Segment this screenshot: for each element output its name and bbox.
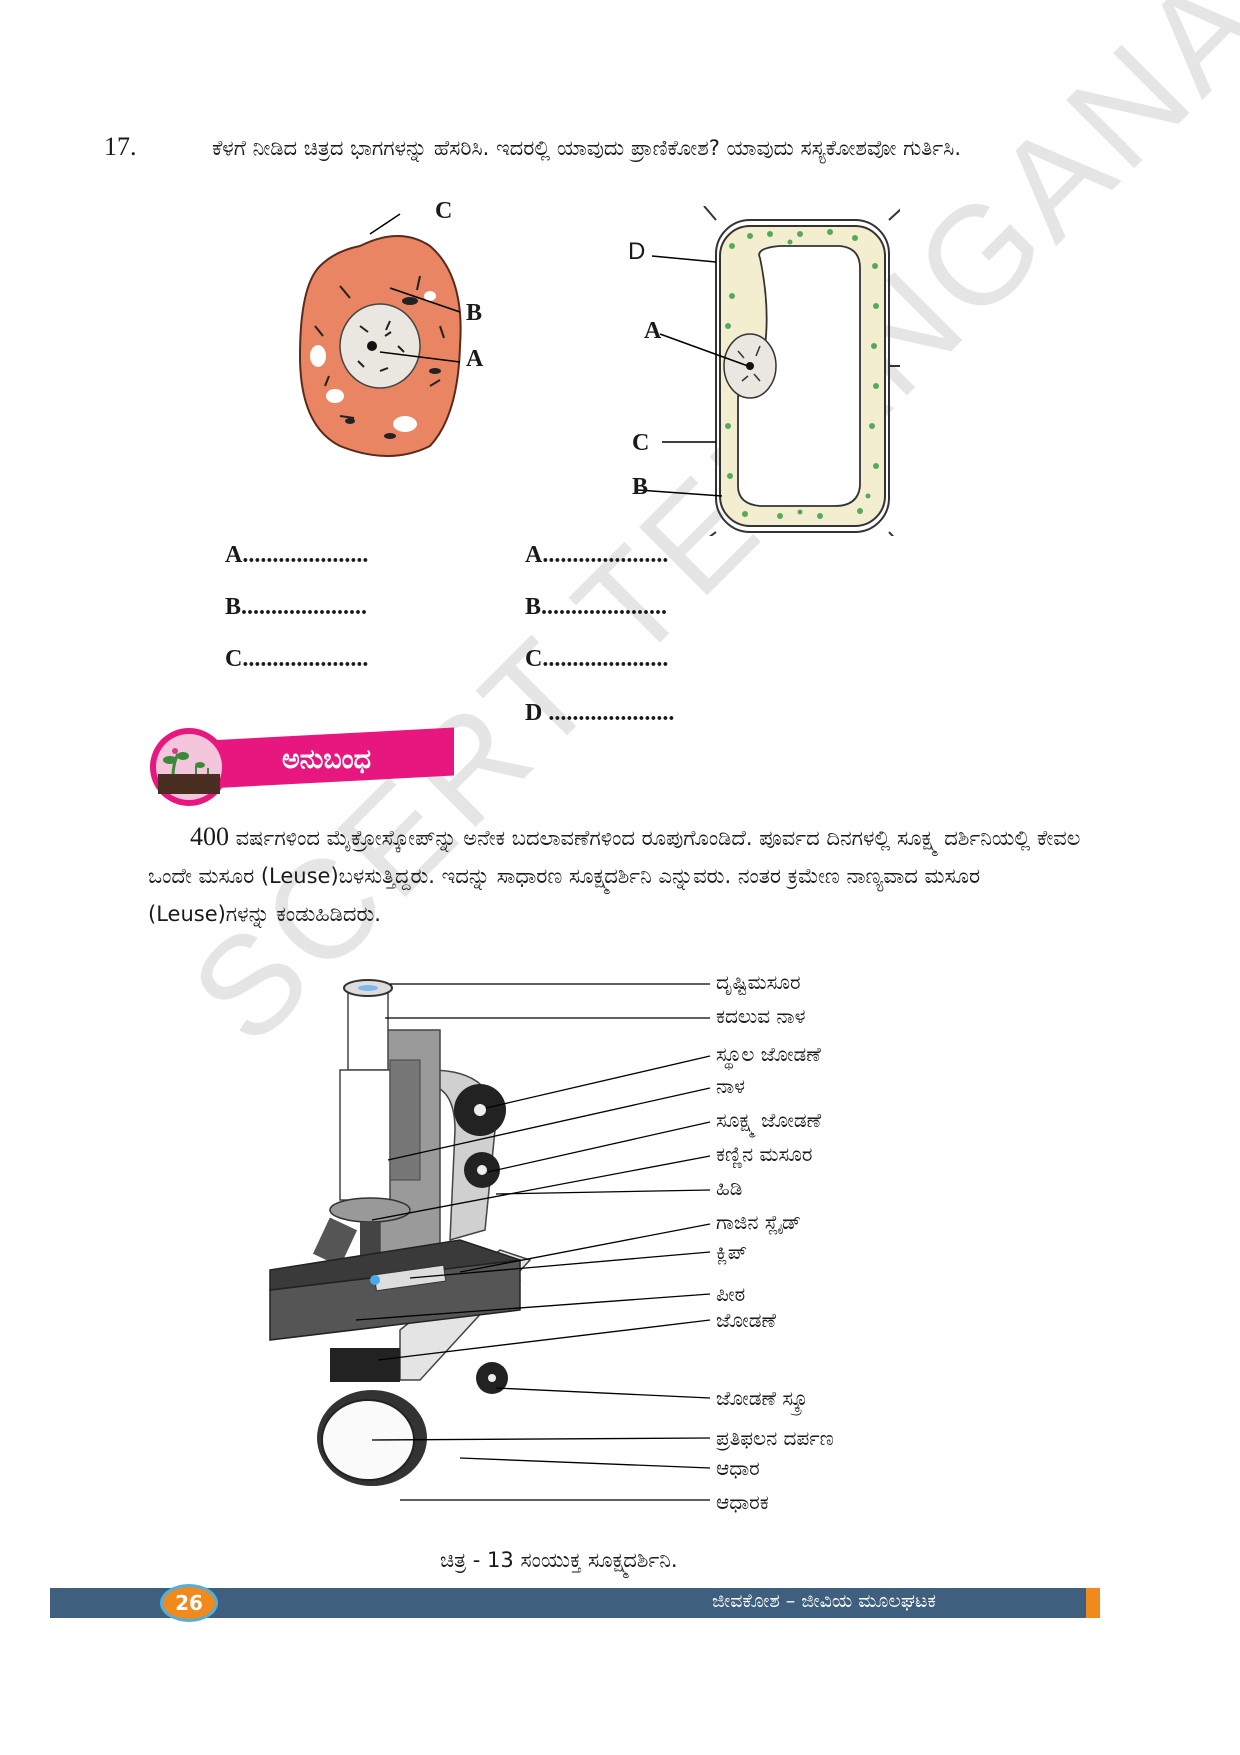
answer-left-b: B.....................	[225, 594, 368, 620]
animal-label-a: A	[466, 346, 484, 372]
page-number: 26	[160, 1584, 218, 1622]
label-fine-adjustment: ಸೂಕ್ಷ್ಮ ಜೋಡಣೆ	[716, 1108, 822, 1132]
figure-caption: ಚಿತ್ರ - 13 ಸಂಯುಕ್ತ ಸೂಕ್ಷ್ಮದರ್ಶಿನಿ.	[440, 1548, 678, 1572]
label-arm: ಹಿಡಿ	[716, 1176, 743, 1200]
section-title: ಅನುಬಂಧ	[282, 744, 372, 775]
seedling-icon	[150, 728, 228, 806]
animal-label-b: B	[466, 300, 483, 326]
label-clip: ಕ್ಲಿಪ್	[716, 1240, 748, 1264]
chapter-title: ಜೀವಕೋಶ – ಜೀವಿಯ ಮೂಲಘಟಕ	[712, 1590, 936, 1612]
label-joint: ಜೋಡಣೆ	[716, 1308, 777, 1332]
label-base: ಆಧಾರ	[716, 1456, 760, 1480]
plant-label-a: A	[644, 318, 662, 344]
answer-left-a: A.....................	[225, 542, 369, 568]
label-mirror: ಪ್ರತಿಫಲನ ದರ್ಪಣ	[716, 1426, 834, 1450]
answer-right-d: D .....................	[525, 700, 675, 726]
label-stage: ಪೀಠ	[716, 1282, 746, 1306]
plant-label-d: D	[628, 238, 646, 265]
answer-right-a: A.....................	[525, 542, 669, 568]
paragraph-text: ವರ್ಷಗಳಿಂದ ಮೈಕ್ರೋಸ್ಕೋಪ್‌ನ್ನು ಅನೇಕ ಬದಲಾವಣೆ…	[148, 826, 1081, 926]
footer-accent	[1086, 1588, 1100, 1618]
label-objective: ಕಣ್ಣಿನ ಮಸೂರ	[716, 1142, 813, 1166]
paragraph-number: 400	[190, 822, 229, 851]
plant-label-c: C	[632, 430, 650, 456]
question-text: ಕೆಳಗೆ ನೀಡಿದ ಚಿತ್ರದ ಭಾಗಗಳನ್ನು ಹೆಸರಿಸಿ. ಇದ…	[212, 136, 962, 160]
label-pillar: ಆಧಾರಕ	[716, 1490, 769, 1514]
label-adjustment-screw: ಜೋಡಣೆ ಸ್ಕ್ರೂ	[716, 1386, 809, 1410]
animal-cell-diagram	[298, 213, 462, 457]
answer-right-b: B.....................	[525, 594, 668, 620]
footer-bar	[50, 1588, 1086, 1618]
microscope-diagram	[269, 979, 711, 1501]
label-coarse-adjustment: ಸ್ಥೂಲ ಜೋಡಣೆ	[716, 1042, 821, 1066]
answer-left-c: C.....................	[225, 646, 369, 672]
plant-label-b: B	[632, 474, 649, 500]
plant-cell-diagram	[637, 206, 900, 536]
label-draw-tube: ಕದಲುವ ನಾಳ	[716, 1004, 806, 1028]
label-glass-slide: ಗಾಜಿನ ಸ್ಲೈಡ್	[716, 1210, 802, 1234]
label-tube: ನಾಳ	[716, 1074, 746, 1098]
answer-right-c: C.....................	[525, 646, 669, 672]
animal-label-c: C	[435, 198, 453, 224]
question-number: 17.	[104, 132, 137, 161]
intro-paragraph: 400 ವರ್ಷಗಳಿಂದ ಮೈಕ್ರೋಸ್ಕೋಪ್‌ನ್ನು ಅನೇಕ ಬದಲ…	[148, 818, 1096, 933]
label-eyepiece: ದೃಷ್ಟಿಮಸೂರ	[716, 970, 801, 994]
